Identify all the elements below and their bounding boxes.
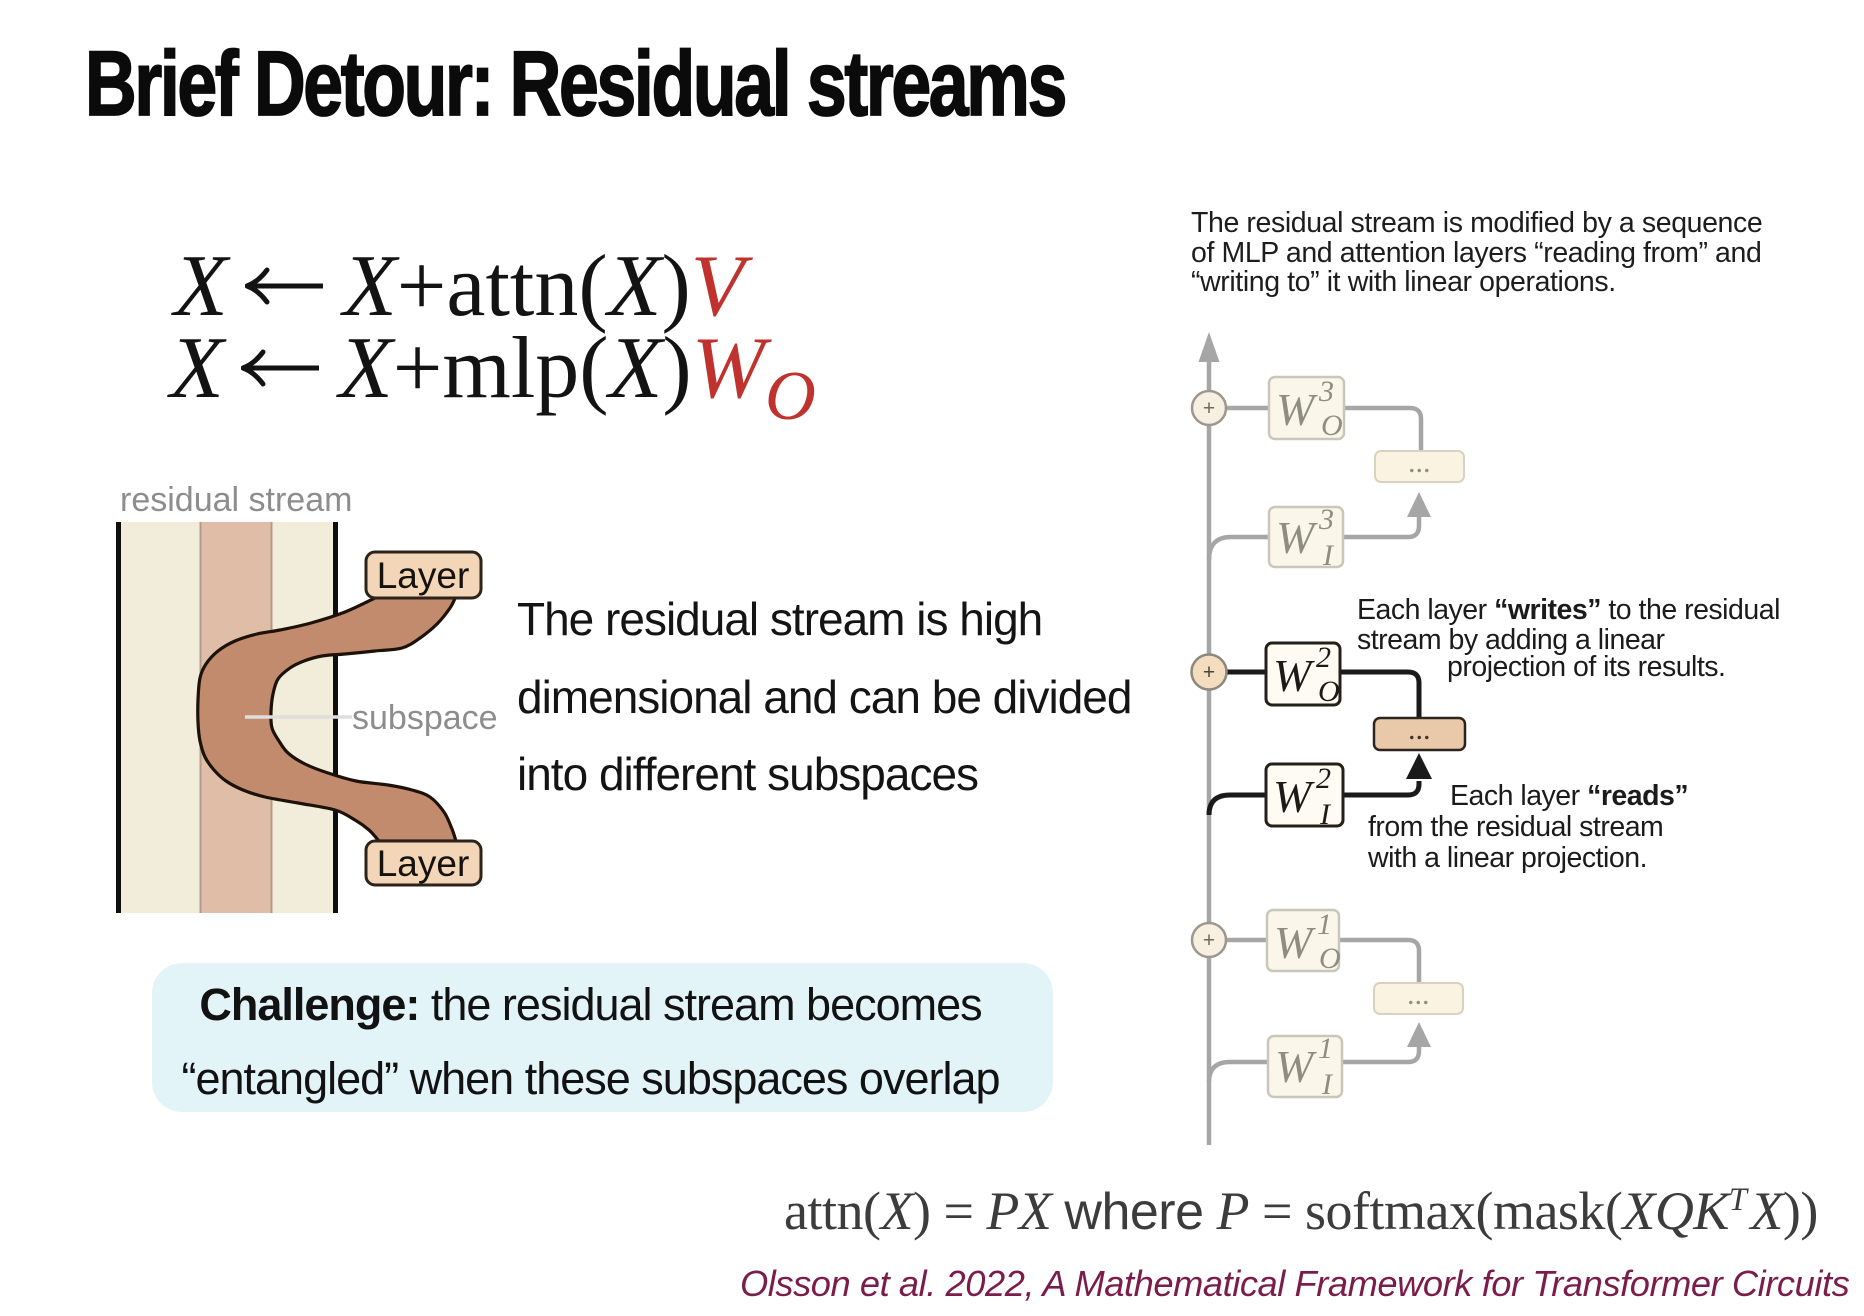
svg-text:...: ...	[1409, 713, 1432, 746]
svg-text:Layer: Layer	[377, 843, 470, 884]
svg-text:O: O	[1321, 409, 1343, 442]
svg-text:2: 2	[1316, 762, 1331, 795]
svg-text:3: 3	[1318, 375, 1334, 408]
svg-text:+: +	[1203, 929, 1215, 952]
svg-text:+: +	[1203, 661, 1215, 684]
svg-text:W: W	[1276, 512, 1318, 563]
svg-text:I: I	[1322, 539, 1335, 572]
svg-text:1: 1	[1317, 908, 1332, 941]
svg-text:I: I	[1321, 1068, 1334, 1101]
svg-text:O: O	[1318, 675, 1340, 708]
svg-text:2: 2	[1316, 641, 1331, 674]
svg-text:subspace: subspace	[352, 699, 498, 737]
svg-text:residual stream: residual stream	[120, 481, 352, 519]
svg-text:1: 1	[1318, 1032, 1333, 1065]
svg-text:W: W	[1274, 917, 1316, 968]
svg-text:+: +	[1203, 397, 1215, 420]
svg-text:W: W	[1273, 771, 1315, 822]
svg-text:Layer: Layer	[377, 555, 470, 596]
svg-text:W: W	[1276, 384, 1318, 435]
svg-text:...: ...	[1409, 446, 1432, 479]
svg-text:W: W	[1273, 650, 1315, 701]
svg-text:3: 3	[1318, 503, 1334, 536]
svg-text:O: O	[1319, 942, 1341, 975]
svg-text:W: W	[1275, 1041, 1317, 1092]
svg-text:...: ...	[1408, 978, 1431, 1011]
svg-text:I: I	[1319, 798, 1332, 831]
